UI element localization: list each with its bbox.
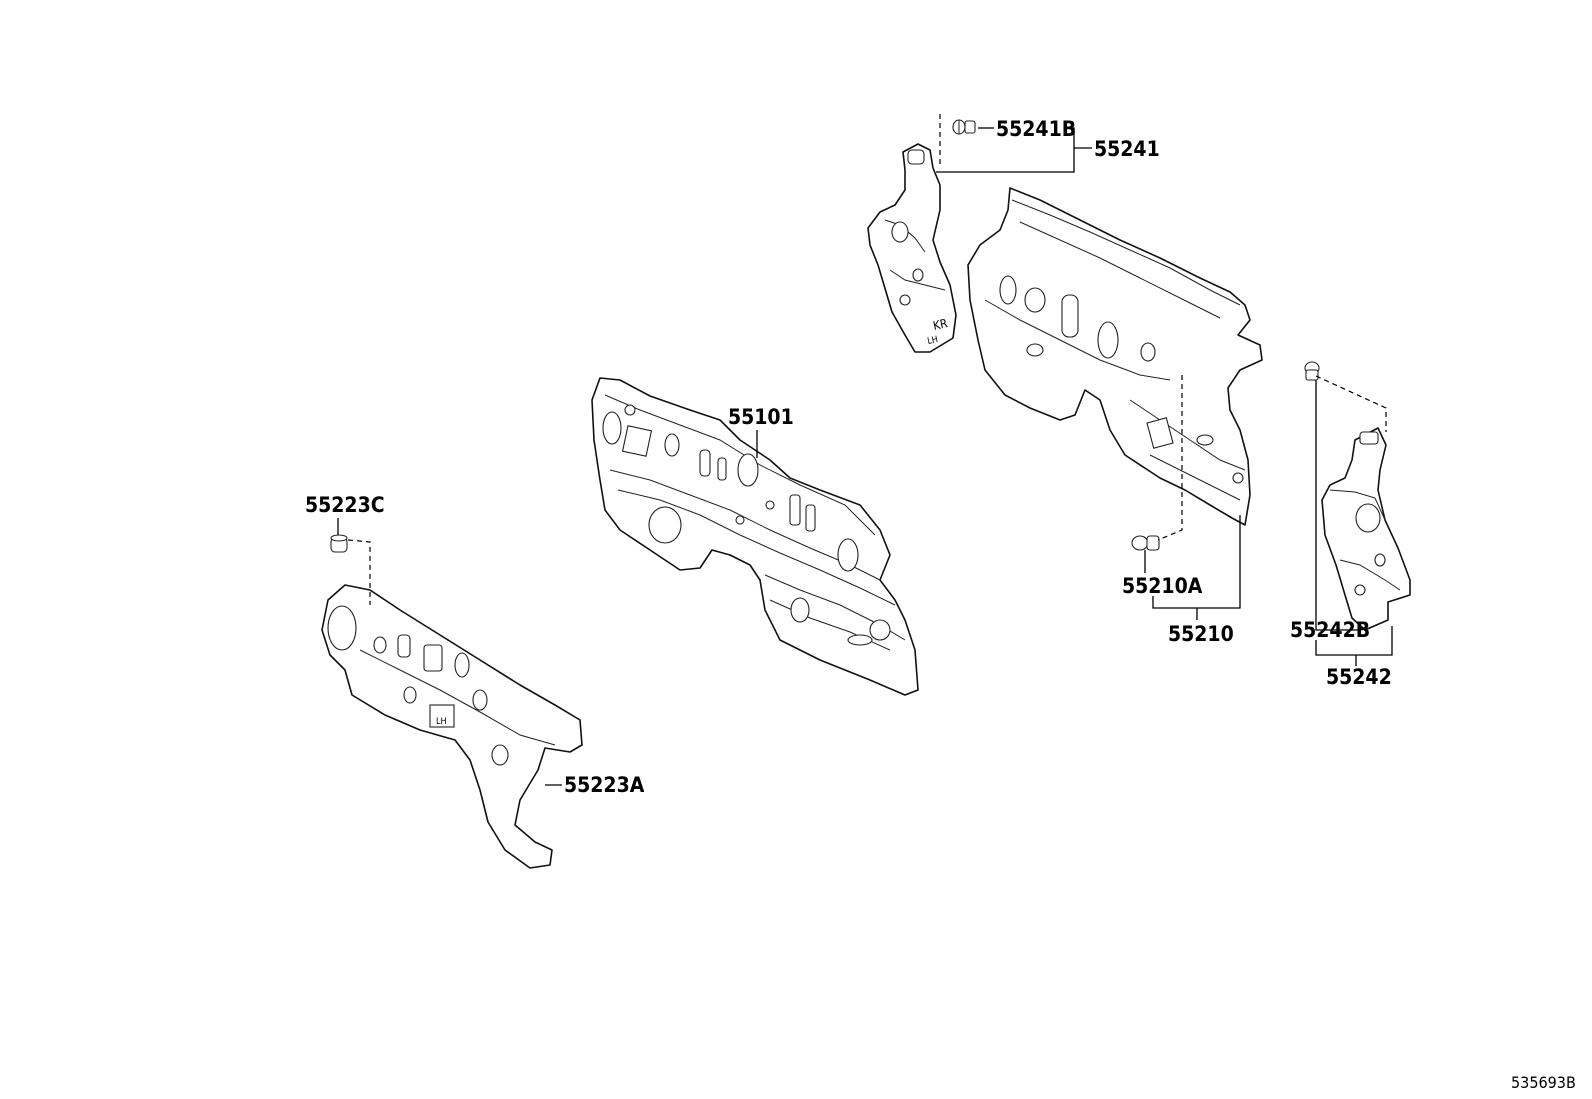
dash-silencer-55223A[interactable]: LH xyxy=(321,584,583,869)
insulator-55242[interactable] xyxy=(1321,427,1411,631)
lhd-stamp-1: LH xyxy=(927,335,939,347)
lhd-stamp-2: LH xyxy=(436,717,447,727)
kr-stamp: KR xyxy=(932,316,950,333)
callout-55241: 55241 xyxy=(1094,137,1160,161)
clip-55241B[interactable] xyxy=(952,119,976,135)
callout-55241B: 55241B xyxy=(996,117,1076,141)
dash-panel-55101[interactable] xyxy=(591,377,919,696)
callout-55101: 55101 xyxy=(728,405,794,429)
dash-silencer-55210[interactable] xyxy=(967,187,1263,526)
callout-55223A: 55223A xyxy=(564,773,645,797)
callout-55242: 55242 xyxy=(1326,665,1392,689)
leader-lines xyxy=(337,127,1393,786)
diagram-id: 535693B xyxy=(1511,1073,1576,1092)
callout-55223C: 55223C xyxy=(305,493,385,517)
clip-55242B[interactable] xyxy=(1304,361,1320,381)
callout-55242B: 55242B xyxy=(1290,618,1370,642)
callout-55210: 55210 xyxy=(1168,622,1234,646)
callout-55210A: 55210A xyxy=(1122,574,1203,598)
insulator-55241[interactable]: KR LH xyxy=(867,143,957,353)
clip-55210A[interactable] xyxy=(1131,535,1160,551)
clip-55223C[interactable] xyxy=(330,534,348,553)
